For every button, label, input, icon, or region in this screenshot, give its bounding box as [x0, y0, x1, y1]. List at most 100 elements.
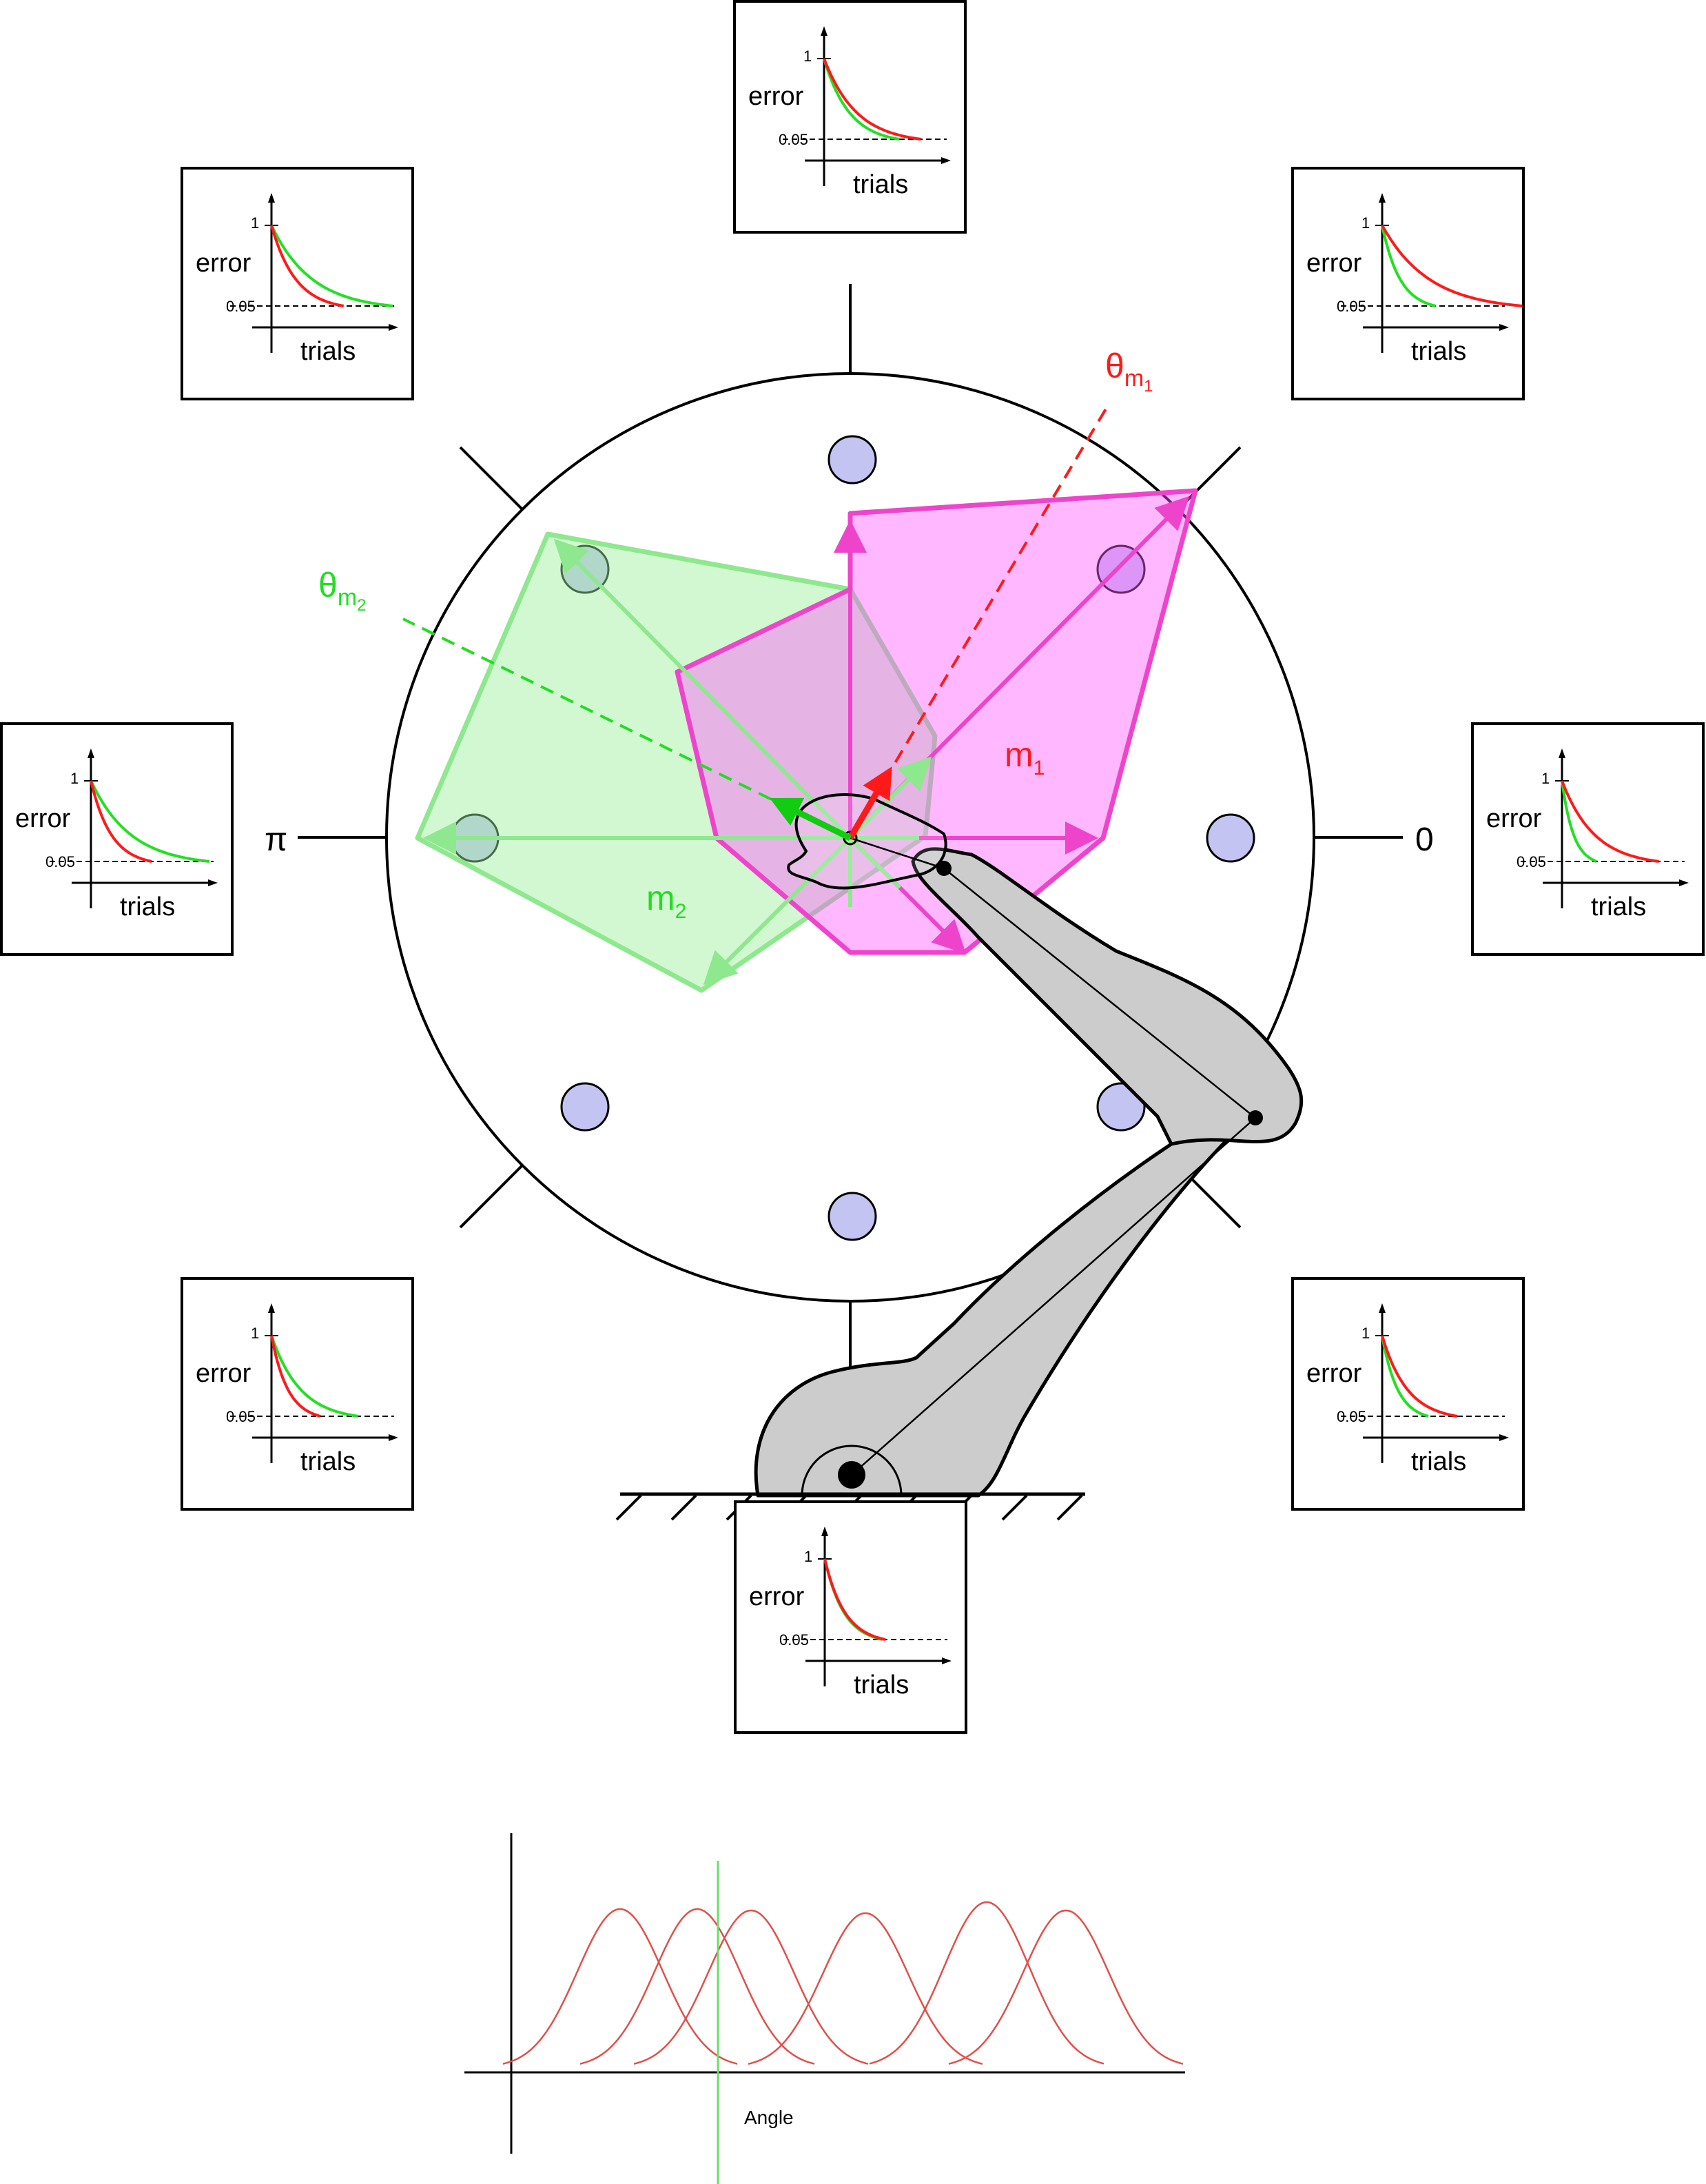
error-chart-y-label: error: [196, 249, 251, 278]
error-curve-m1: [270, 1335, 321, 1418]
tuning-curve: [633, 1909, 869, 2065]
error-charts: 1 0.05 error trials 1 0.05 error trials 1 0.05 err…: [0, 0, 1705, 1734]
error-chart-frame: [734, 1500, 967, 1734]
error-chart-y-label: error: [748, 82, 804, 111]
error-chart-y-label: error: [1306, 1359, 1362, 1388]
error-chart-y-label: error: [1486, 804, 1542, 833]
error-chart-frame: [0, 722, 234, 956]
error-curve-m2: [1381, 225, 1437, 307]
tuning-curve: [748, 1912, 983, 2065]
m2-label: m2: [646, 879, 686, 923]
error-chart-frame: [181, 1277, 414, 1511]
error-curve-m2: [1561, 780, 1597, 863]
error-curve-m1: [1381, 225, 1523, 307]
error-curve-m1: [823, 1558, 886, 1641]
m1-label: m1: [1005, 735, 1045, 779]
arm-skeleton: [943, 868, 1256, 1119]
error-chart-y-label: error: [749, 1582, 805, 1611]
target-270: [828, 1192, 877, 1241]
error-chart-frame: [1471, 722, 1705, 956]
error-chart-tick-top: 1: [804, 1548, 812, 1565]
robot-arm: [615, 793, 1304, 1521]
m2-vector: [553, 538, 852, 840]
error-chart-x-label: trials: [1411, 1447, 1466, 1476]
tuning-curve: [948, 1909, 1184, 2065]
error-curve-m2: [270, 225, 393, 307]
shoulder-joint: [838, 1461, 865, 1489]
error-curve-m2: [90, 780, 210, 863]
arm-base-arc: [801, 1445, 903, 1496]
tuning-curves: [502, 1901, 1184, 2065]
error-curve-m1: [90, 780, 152, 863]
arm-skeleton: [850, 837, 945, 870]
error-chart-frame: [181, 167, 414, 400]
arm-hand: [787, 793, 947, 890]
arm-upper-link: [911, 847, 1304, 1146]
direction-tick-225: [459, 1164, 524, 1229]
angle-label-zero: 0: [1415, 821, 1434, 858]
theta-m2-label: θm2: [318, 566, 367, 615]
target-45: [1096, 544, 1146, 594]
error-chart-top-left: 1 0.05 error trials: [181, 167, 414, 400]
error-chart-tick-threshold: 0.05: [45, 853, 75, 870]
tuning-curve: [579, 1908, 815, 2065]
error-chart-y-label: error: [196, 1359, 251, 1388]
error-chart-frame: [1291, 1277, 1525, 1511]
error-chart-frame: [733, 0, 967, 234]
error-curve-m2: [823, 58, 900, 141]
error-curve-m1: [823, 58, 921, 141]
error-chart-tick-threshold: 0.05: [1517, 853, 1546, 870]
error-curve-m1: [270, 225, 345, 307]
error-chart-tick-threshold: 0.05: [1337, 298, 1366, 315]
target-225: [560, 1082, 610, 1132]
error-chart-tick-top: 1: [251, 1325, 259, 1342]
tuning-plot-x-label: Angle: [744, 2107, 794, 2128]
error-chart-tick-threshold: 0.05: [779, 1631, 809, 1649]
target-90: [828, 435, 877, 484]
error-chart-tick-top: 1: [251, 214, 259, 232]
m2-vector: [703, 836, 852, 986]
error-chart-tick-threshold: 0.05: [1337, 1408, 1366, 1425]
direction-tick-135: [459, 446, 524, 511]
error-chart-x-label: trials: [300, 1447, 356, 1476]
m2-resultant-arrow: [769, 797, 852, 841]
tuning-curve: [869, 1901, 1104, 2065]
error-chart-tick-threshold: 0.05: [226, 298, 256, 315]
target-0: [1206, 813, 1255, 863]
error-chart-x-label: trials: [854, 1671, 909, 1700]
error-chart-top-right: 1 0.05 error trials: [1291, 167, 1525, 400]
error-curve-m1: [1561, 780, 1659, 863]
error-chart-bottom: 1 0.05 error trials: [734, 1500, 967, 1734]
error-chart-tick-top: 1: [1361, 1325, 1370, 1342]
m1-resultant-arrow: [847, 766, 892, 840]
error-chart-x-label: trials: [1411, 337, 1466, 366]
tuning-curve: [502, 1908, 738, 2065]
elbow-joint: [1248, 1110, 1263, 1125]
error-chart-x-label: trials: [853, 170, 908, 199]
arm-skeleton: [851, 1117, 1256, 1476]
error-curve-m2: [1381, 1335, 1429, 1418]
theta-m1-label: θm1: [1105, 347, 1153, 396]
error-chart-y-label: error: [1306, 249, 1362, 278]
target-315: [1096, 1082, 1146, 1132]
arm-base-link: [754, 1093, 1256, 1498]
error-chart-x-label: trials: [1591, 892, 1646, 921]
workspace: 0 π: [265, 284, 1434, 1368]
error-curve-m2: [270, 1335, 359, 1418]
error-chart-bottom-right: 1 0.05 error trials: [1291, 1277, 1525, 1511]
angle-label-pi: π: [265, 821, 287, 858]
error-chart-tick-top: 1: [803, 48, 812, 65]
error-chart-frame: [1291, 167, 1525, 400]
error-chart-tick-top: 1: [1361, 214, 1370, 232]
error-curve-m1: [1381, 1335, 1458, 1418]
error-chart-tick-top: 1: [70, 770, 79, 787]
wrist-joint: [936, 861, 952, 876]
error-chart-x-label: trials: [300, 337, 356, 366]
error-chart-y-label: error: [15, 804, 71, 833]
theta-m2-direction: [402, 618, 851, 839]
